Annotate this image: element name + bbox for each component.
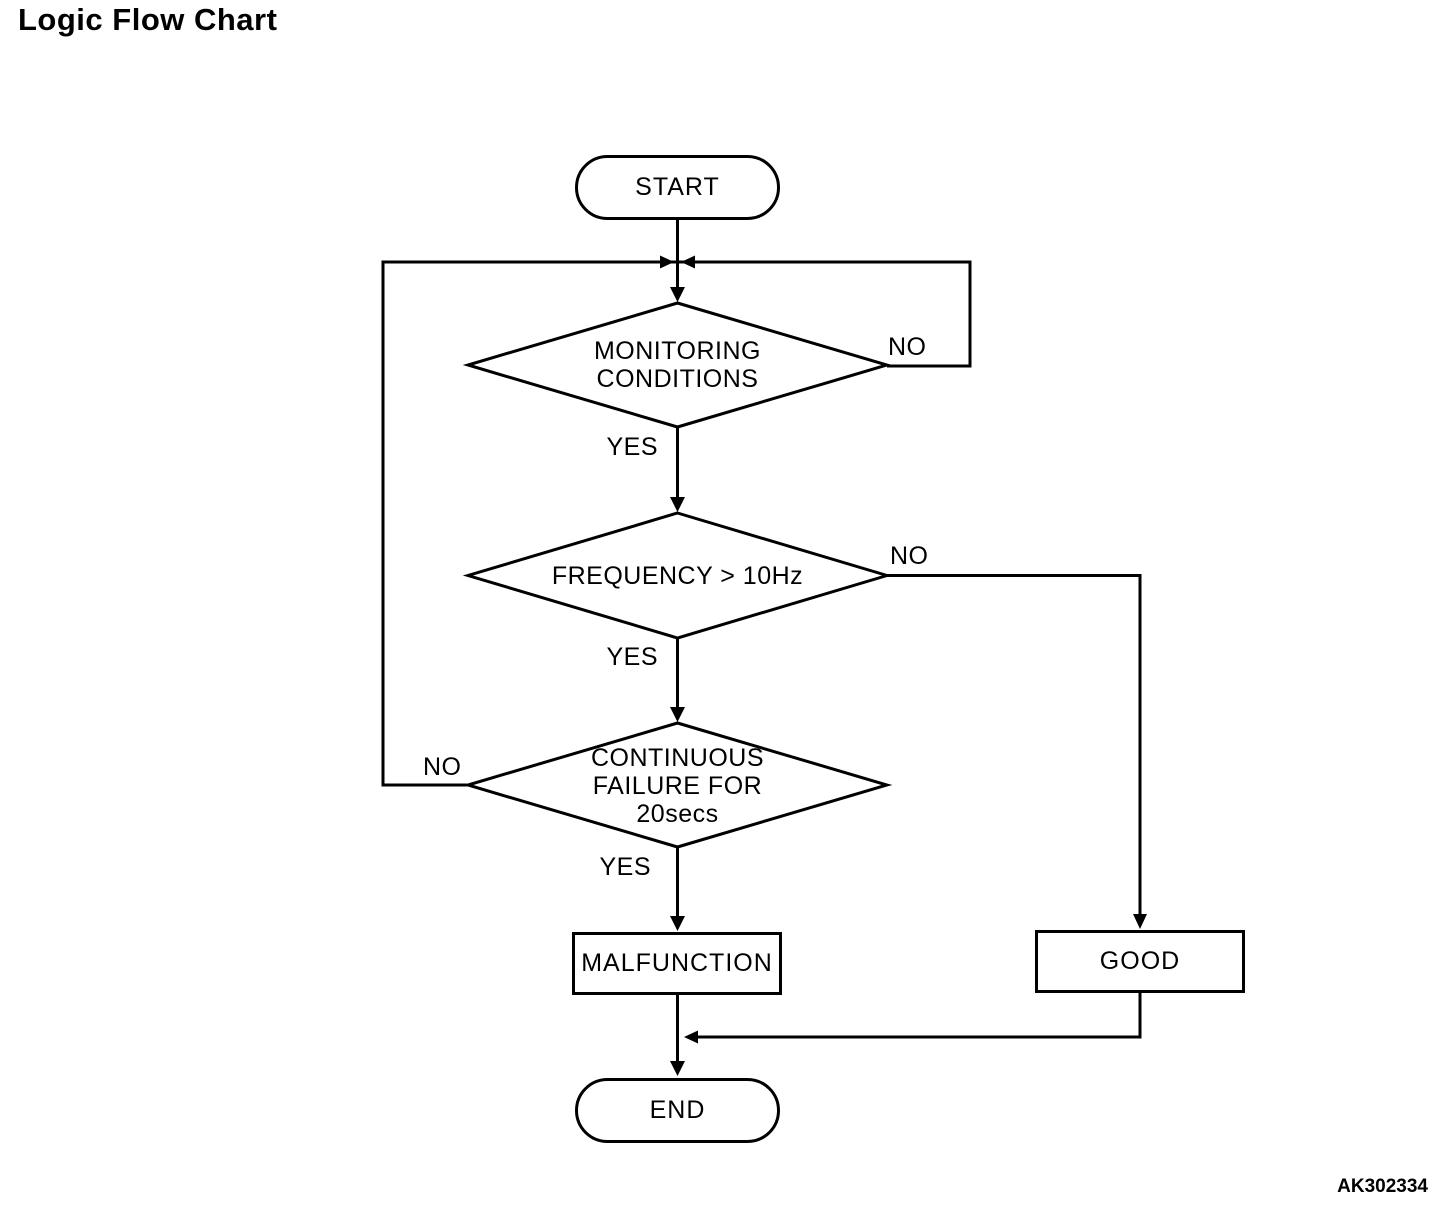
malfunction-node: MALFUNCTION [572,932,782,995]
arrow-into-monitoring-icon [670,287,685,302]
frequency-decision-label: FREQUENCY > 10Hz [551,561,804,590]
start-node: START [575,155,780,220]
arrow-into-end-icon [670,1061,685,1076]
continuous-decision-label: CONTINUOUS FAILURE FOR 20secs [590,744,765,828]
continuous-no-label: NO [423,753,462,781]
arrow-into-good-icon [1133,914,1147,929]
arrow-into-continuous-icon [670,707,685,722]
figure-code: AK302334 [1337,1176,1428,1197]
page-title: Logic Flow Chart [18,2,278,37]
good-node: GOOD [1035,930,1245,993]
junction-arrow-from-left-icon [660,255,674,269]
monitoring-decision-label: MONITORING CONDITIONS [593,337,762,393]
arrow-into-malfunction-icon [670,916,685,931]
continuous-decision-diamond [462,721,893,849]
good-merge-line [689,993,1142,1039]
end-node: END [575,1078,780,1143]
feedback-loop-line [381,260,972,787]
merge-arrow-icon [684,1030,698,1044]
continuous-yes-label: YES [599,853,651,881]
monitoring-decision-diamond [462,301,893,429]
monitoring-yes-label: YES [606,433,658,461]
arrow-into-frequency-icon [670,497,685,512]
frequency-decision-diamond [462,511,893,640]
monitoring-no-label: NO [888,333,927,361]
frequency-no-label: NO [890,542,929,570]
frequency-no-line [887,574,1142,924]
frequency-yes-label: YES [606,643,658,671]
junction-arrow-from-right-icon [681,255,695,269]
